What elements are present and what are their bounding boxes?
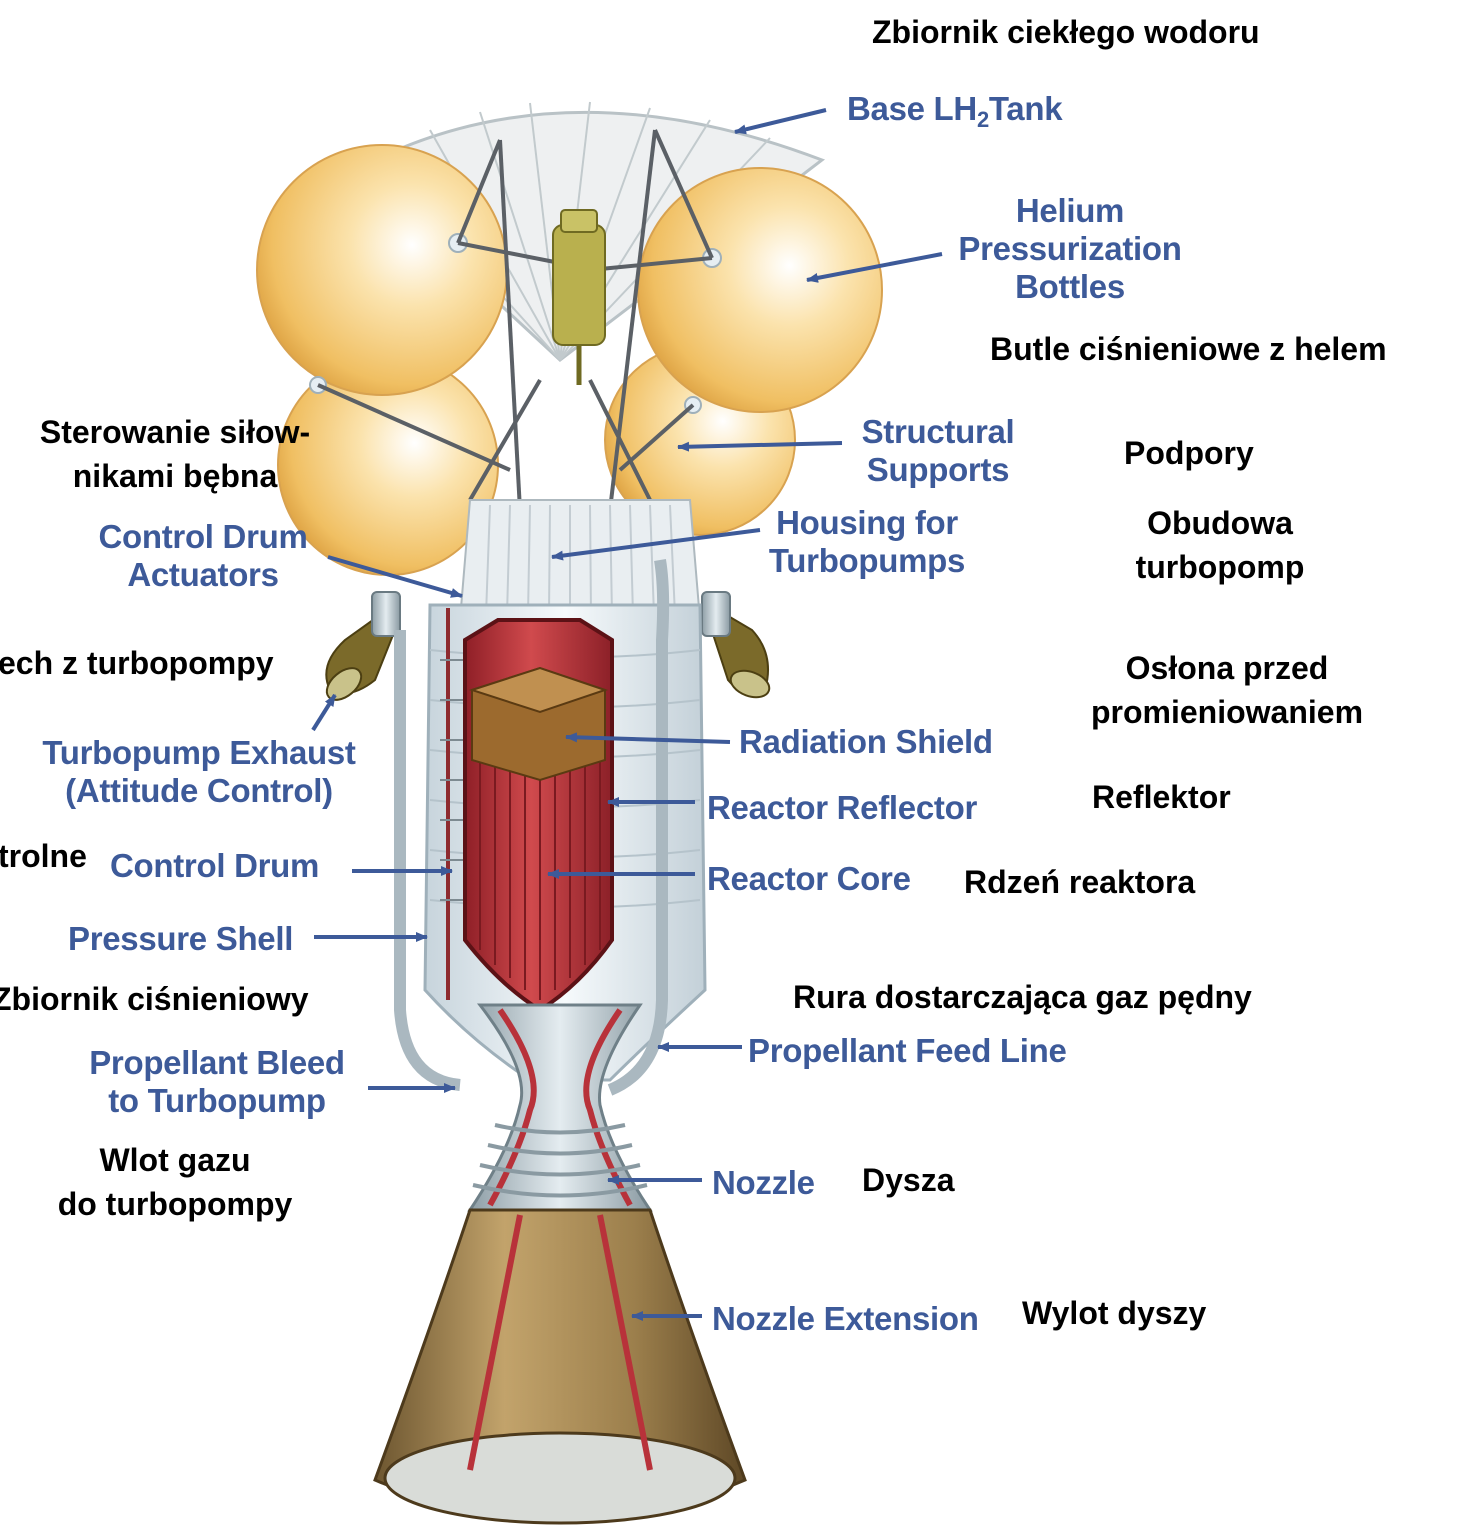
pl-label-nozzle-exit: Wylot dyszy	[1022, 1291, 1206, 1335]
pl-label-lh2-tank: Zbiornik ciekłego wodoru	[872, 10, 1260, 54]
pl-label-pressure-tank: Zbiornik ciśnieniowy	[0, 977, 309, 1021]
pl-label-shield: Osłona przed promieniowaniem	[1062, 646, 1392, 734]
label-nozzle: Nozzle	[712, 1164, 815, 1202]
pl-label-helium-bottles: Butle ciśnieniowe z helem	[990, 327, 1387, 371]
pl-label-exhaust: ech z turbopompy	[0, 641, 274, 685]
label-housing-turbopumps: Housing for Turbopumps	[758, 504, 976, 580]
label-pressure-shell: Pressure Shell	[68, 920, 293, 958]
label-helium-bottles: Helium Pressurization Bottles	[945, 192, 1195, 306]
arrow-exhaust	[313, 695, 335, 730]
pl-label-housing: Obudowa turbopomp	[1110, 501, 1330, 589]
label-reactor-core: Reactor Core	[707, 860, 911, 898]
pl-label-reflector: Reflektor	[1092, 775, 1231, 819]
label-structural-supports: Structural Supports	[848, 413, 1028, 489]
pl-label-drum-actuators: Sterowanie siłow- nikami bębna	[10, 410, 340, 498]
label-control-drum: Control Drum	[110, 847, 319, 885]
pl-label-control-drums: trolne	[0, 834, 87, 878]
pl-label-supports: Podpory	[1124, 431, 1254, 475]
label-control-drum-actuators: Control Drum Actuators	[85, 518, 321, 594]
pl-label-core: Rdzeń reaktora	[964, 860, 1195, 904]
pl-label-bleed-inlet: Wlot gazu do turbopompy	[30, 1138, 320, 1226]
label-base-lh2-tank: Base LH2Tank	[847, 90, 1062, 132]
pl-label-feed-line: Rura dostarczająca gaz pędny	[793, 975, 1252, 1019]
label-nozzle-extension: Nozzle Extension	[712, 1300, 979, 1338]
label-radiation-shield: Radiation Shield	[739, 723, 993, 761]
arrow-base-tank	[735, 110, 826, 132]
pl-label-nozzle: Dysza	[862, 1158, 955, 1202]
label-reactor-reflector: Reactor Reflector	[707, 789, 977, 827]
nozzle-extension	[375, 1210, 745, 1523]
label-propellant-bleed: Propellant Bleed to Turbopump	[72, 1044, 362, 1120]
radiation-shield	[472, 668, 605, 780]
label-turbopump-exhaust: Turbopump Exhaust (Attitude Control)	[24, 734, 374, 810]
label-propellant-feed-line: Propellant Feed Line	[748, 1032, 1067, 1070]
